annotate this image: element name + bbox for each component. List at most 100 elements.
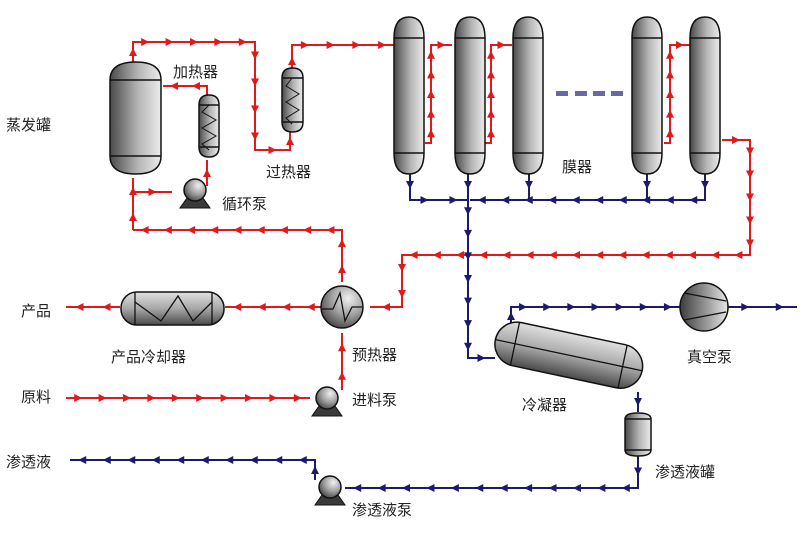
flow-arrow: [300, 41, 309, 49]
flow-arrow: [437, 41, 446, 49]
pipe-m2-m3: [485, 41, 512, 144]
vacuum-pump: [679, 282, 729, 332]
flow-arrow: [464, 297, 472, 306]
membrane-module-n-1-body: [631, 16, 663, 175]
flow-arrow: [303, 226, 312, 234]
flow-arrow: [479, 251, 488, 259]
flow-arrow: [245, 394, 253, 402]
pipe-mn1-mn: [664, 41, 690, 144]
flow-arrow: [741, 303, 750, 311]
flow-arrow: [464, 207, 472, 216]
pipe-vacuum-header: [470, 170, 709, 204]
flow-arrow: [256, 226, 265, 234]
flow-arrow: [543, 303, 552, 311]
heater-coil-icon: [200, 104, 218, 151]
flow-arrow: [163, 226, 172, 234]
flow-arrow: [402, 484, 411, 492]
flow-arrow: [352, 41, 361, 49]
flow-arrow: [210, 226, 219, 234]
flow-arrow: [251, 51, 259, 60]
flow-arrow: [279, 226, 288, 234]
flow-arrow: [338, 239, 346, 247]
flow-arrow: [200, 456, 209, 464]
flow-arrow: [618, 251, 627, 259]
pipe-cooler-to-product: [66, 303, 120, 311]
flow-arrow: [427, 129, 435, 138]
flow-arrow: [306, 303, 315, 311]
flow-arrow: [597, 484, 606, 492]
pipe-permeate-out-line: [70, 459, 316, 480]
flow-arrow: [74, 394, 83, 402]
flow-arrow: [746, 193, 754, 202]
flow-arrow: [746, 170, 754, 179]
flow-arrow: [326, 226, 335, 234]
pipe-heater-return-line: [163, 85, 208, 95]
flow-arrow: [642, 196, 651, 204]
heater: [198, 94, 220, 158]
label-membrane: 膜器: [562, 158, 593, 176]
flow-arrow: [615, 303, 624, 311]
flow-arrow: [525, 251, 534, 259]
label-feed-pump: 进料泵: [352, 391, 398, 409]
flow-arrow: [420, 196, 429, 204]
pipe-permeate-out: [70, 456, 319, 480]
label-permeate-pump: 渗透液泵: [352, 501, 413, 519]
label-evaporator-tank: 蒸发罐: [6, 116, 52, 134]
membrane-module-3: [512, 16, 544, 175]
flow-arrow: [595, 196, 604, 204]
condenser-midline: [495, 338, 643, 372]
pipe-m1-vacuum-line: [409, 170, 468, 201]
flow-arrow: [75, 303, 84, 311]
product-cooler-coil-icon: [134, 294, 213, 323]
flow-arrow: [643, 181, 651, 189]
membrane-module-1: [393, 16, 425, 175]
membrane-module-3-body: [512, 16, 544, 175]
flow-arrow: [220, 394, 229, 402]
vacuum-pump-blade-bottom: [683, 311, 727, 321]
product-cooler: [120, 291, 225, 326]
flow-arrow: [427, 70, 435, 79]
label-preheater: 预热器: [352, 346, 398, 364]
flow-arrow: [487, 90, 495, 98]
flow-arrow: [225, 456, 234, 464]
label-product-cooler: 产品冷却器: [111, 348, 187, 366]
pipe-heater-return: [163, 82, 208, 95]
flow-arrow: [641, 251, 650, 259]
flow-arrow: [595, 251, 604, 259]
flow-arrow: [464, 252, 472, 261]
flow-arrow: [456, 251, 464, 259]
preheater: [320, 285, 364, 329]
pipe-preheater-to-evap: [133, 226, 346, 282]
membrane-module-2-body: [454, 16, 486, 175]
flow-arrow: [353, 484, 362, 492]
label-permeate-tank: 渗透液罐: [655, 463, 716, 481]
flow-arrow: [427, 109, 435, 118]
flow-arrow: [140, 226, 149, 234]
flow-arrow: [548, 251, 557, 259]
flow-arrow: [548, 484, 557, 492]
pipe-preheater-to-evap-line: [133, 229, 343, 282]
membrane-module-2: [454, 16, 486, 175]
flow-arrow: [548, 196, 557, 204]
flow-arrow: [464, 181, 472, 189]
flow-arrow: [449, 196, 458, 204]
pipe-retentate-return: [370, 136, 754, 311]
flow-arrow: [190, 38, 198, 46]
flow-arrow: [591, 303, 600, 311]
pipe-mn1-mn-line: [664, 44, 690, 144]
flow-arrow: [338, 265, 346, 273]
flow-arrow: [464, 342, 472, 351]
membrane-ellipsis: [556, 91, 623, 96]
flow-arrow: [170, 82, 178, 90]
label-heater: 加热器: [173, 63, 219, 81]
label-permeate: 渗透液: [6, 453, 52, 471]
flow-arrow: [664, 251, 673, 259]
pipe-tank-to-permeate-pump-line: [345, 455, 639, 489]
flow-arrow: [176, 456, 185, 464]
flow-arrow: [377, 484, 386, 492]
flow-arrow: [398, 290, 406, 298]
flow-arrow: [268, 146, 277, 154]
flow-arrow: [147, 394, 156, 402]
